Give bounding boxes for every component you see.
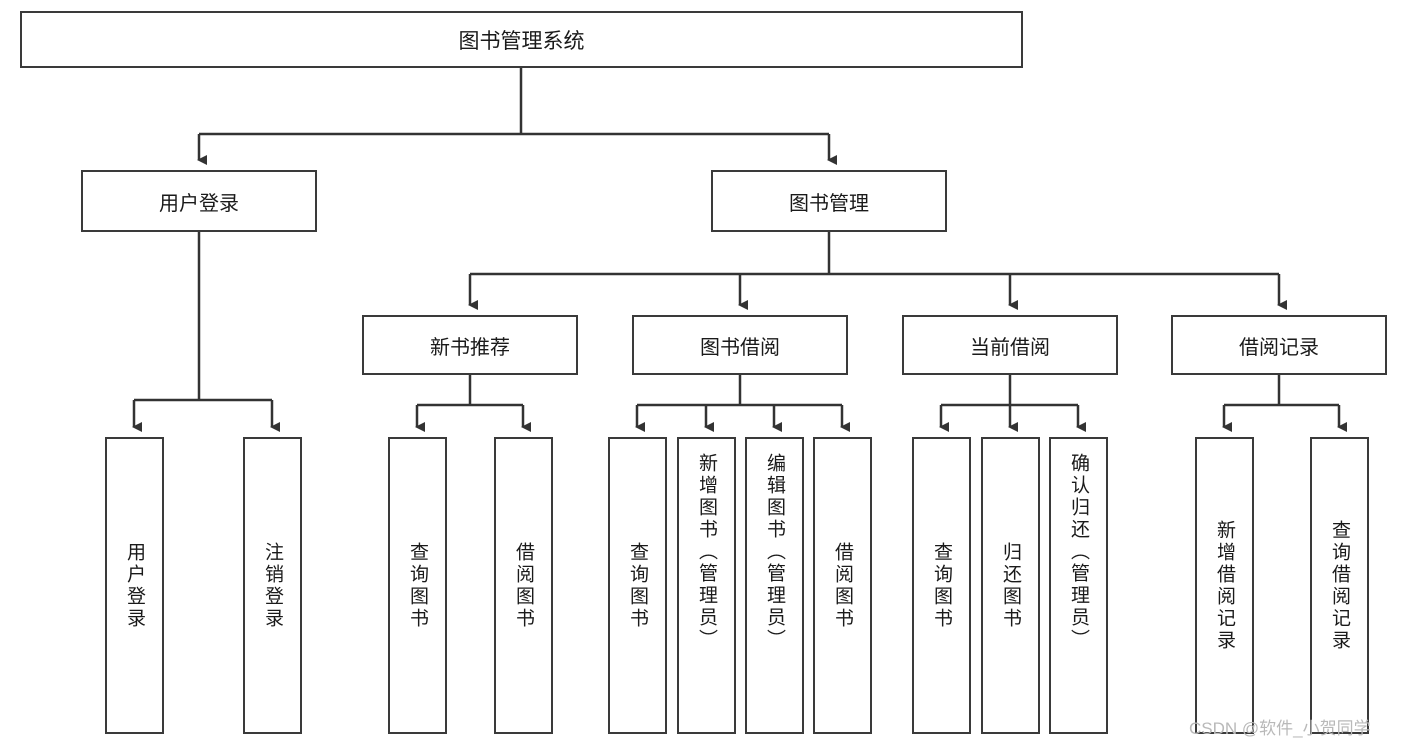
leaf-query-books-recommendation[interactable]: 查询图书 (388, 437, 447, 734)
leaf-borrow-books-recommendation[interactable]: 借阅图书 (494, 437, 553, 734)
node-label: 新增图书（管理员） (696, 453, 717, 651)
node-label: 确认归还（管理员） (1068, 453, 1089, 651)
watermark: CSDN @软件_小贺同学 (1189, 719, 1371, 738)
node-label: 借阅图书 (513, 541, 534, 630)
node-label: 查询图书 (407, 541, 428, 630)
node-label: 图书管理 (789, 192, 869, 215)
leaf-add-borrow-record[interactable]: 新增借阅记录 (1195, 437, 1254, 734)
leaf-add-book-admin[interactable]: 新增图书（管理员） (677, 437, 736, 734)
node-label: 借阅记录 (1239, 336, 1319, 359)
node-label: 用户登录 (159, 192, 239, 215)
node-label: 编辑图书（管理员） (764, 453, 785, 651)
node-new-book-recommendation[interactable]: 新书推荐 (362, 315, 578, 375)
node-label: 查询图书 (627, 541, 648, 630)
node-label: 查询图书 (931, 541, 952, 630)
node-label: 注销登录 (262, 541, 283, 630)
node-book-management[interactable]: 图书管理 (711, 170, 947, 232)
node-label: 新增借阅记录 (1214, 519, 1235, 652)
leaf-edit-book-admin[interactable]: 编辑图书（管理员） (745, 437, 804, 734)
node-label: 借阅图书 (832, 541, 853, 630)
node-book-borrowing[interactable]: 图书借阅 (632, 315, 848, 375)
leaf-query-books-borrowing[interactable]: 查询图书 (608, 437, 667, 734)
leaf-user-login[interactable]: 用户登录 (105, 437, 164, 734)
node-label: 当前借阅 (970, 336, 1050, 359)
node-label: 归还图书 (1000, 541, 1021, 630)
node-label: 新书推荐 (430, 336, 510, 359)
node-label: 查询借阅记录 (1329, 519, 1350, 652)
leaf-confirm-return-admin[interactable]: 确认归还（管理员） (1049, 437, 1108, 734)
leaf-borrow-books-borrowing[interactable]: 借阅图书 (813, 437, 872, 734)
node-borrow-records[interactable]: 借阅记录 (1171, 315, 1387, 375)
node-label: 用户登录 (124, 541, 145, 630)
leaf-return-books[interactable]: 归还图书 (981, 437, 1040, 734)
node-current-borrowing[interactable]: 当前借阅 (902, 315, 1118, 375)
node-root-book-management-system[interactable]: 图书管理系统 (20, 11, 1023, 68)
leaf-query-borrow-record[interactable]: 查询借阅记录 (1310, 437, 1369, 734)
leaf-query-books-current[interactable]: 查询图书 (912, 437, 971, 734)
leaf-logout[interactable]: 注销登录 (243, 437, 302, 734)
node-label: 图书借阅 (700, 336, 780, 359)
node-user-login[interactable]: 用户登录 (81, 170, 317, 232)
node-label: 图书管理系统 (458, 29, 585, 53)
